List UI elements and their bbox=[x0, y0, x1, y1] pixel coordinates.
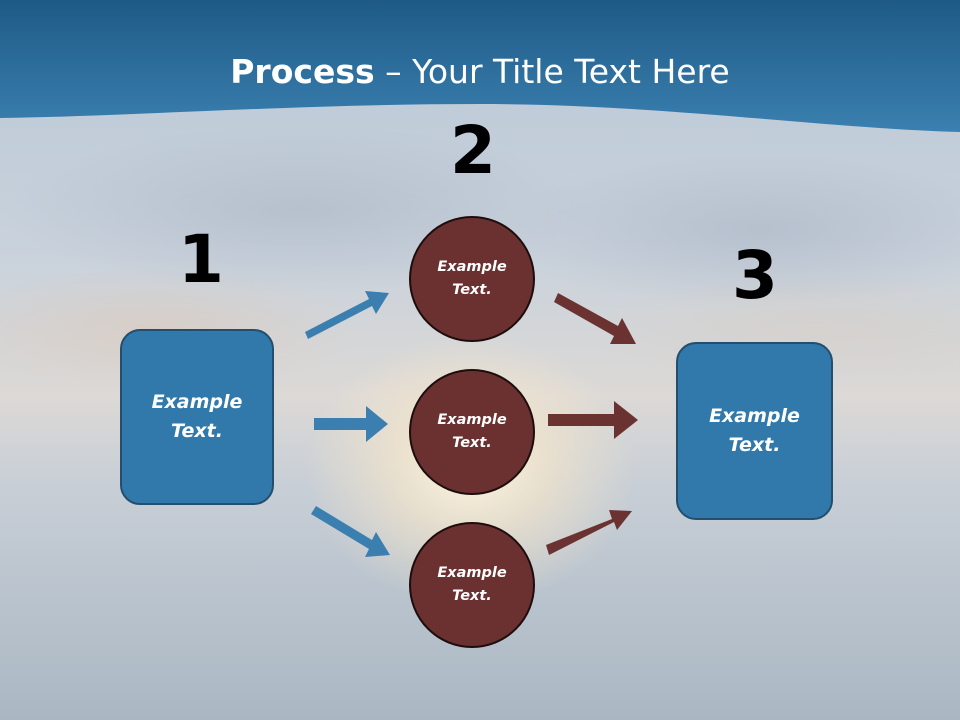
left-box-label: Example Text. bbox=[151, 391, 243, 442]
blue-arrows bbox=[305, 291, 390, 557]
maroon-arrows bbox=[546, 293, 638, 555]
header-band bbox=[0, 0, 960, 132]
step-number-3: 3 bbox=[732, 237, 778, 314]
arrow-up-right-maroon bbox=[546, 510, 632, 555]
arrow-down-right-blue bbox=[311, 506, 390, 557]
circle-bottom-label: Example Text. bbox=[437, 565, 507, 604]
step-number-1: 1 bbox=[178, 221, 224, 298]
circle-bottom: Example Text. bbox=[409, 522, 535, 648]
arrow-right-maroon bbox=[548, 401, 638, 439]
arrow-right-blue bbox=[314, 406, 388, 442]
arrow-up-right-blue bbox=[305, 291, 389, 339]
left-process-box: Example Text. bbox=[120, 329, 274, 505]
slide-title: Process – Your Title Text Here bbox=[0, 52, 960, 91]
arrow-down-right-maroon bbox=[554, 293, 636, 344]
circle-middle-label: Example Text. bbox=[437, 412, 507, 451]
title-bold: Process bbox=[230, 52, 375, 91]
right-box-label: Example Text. bbox=[709, 405, 800, 456]
title-rest: – Your Title Text Here bbox=[374, 52, 730, 91]
circle-top: Example Text. bbox=[409, 216, 535, 342]
right-process-box: Example Text. bbox=[676, 342, 833, 520]
circle-top-label: Example Text. bbox=[437, 259, 507, 298]
circle-middle: Example Text. bbox=[409, 369, 535, 495]
step-number-2: 2 bbox=[450, 112, 496, 189]
